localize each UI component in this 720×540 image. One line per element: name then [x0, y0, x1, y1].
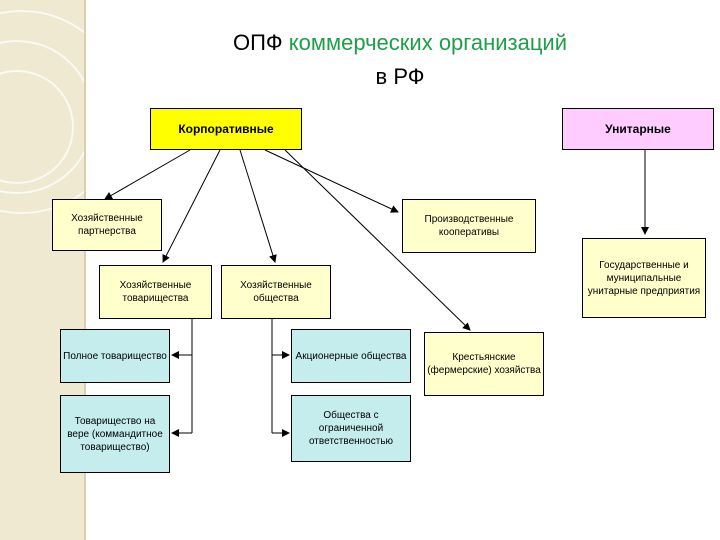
sidebar-divider: [84, 0, 86, 540]
business-companies-box: Хозяйственные общества: [221, 265, 331, 319]
llc-box: Общества с ограниченной ответственностью: [291, 395, 411, 462]
decorative-sidebar: [0, 0, 124, 540]
title-highlight: коммерческих организаций: [288, 30, 568, 55]
full-partnership-box: Полное товарищество: [60, 329, 170, 383]
page-subtitle: в РФ: [375, 64, 425, 89]
page-title: ОПФ коммерческих организаций: [232, 30, 568, 55]
peasant-farms-box: Крестьянские (фермерские) хозяйства: [424, 332, 544, 396]
joint-stock-companies-box: Акционерные общества: [291, 329, 411, 383]
business-partnerships-box: Хозяйственные партнерства: [52, 199, 162, 251]
state-municipal-enterprises-box: Государственные и муниципальные унитарны…: [582, 238, 706, 318]
business-associations-box: Хозяйственные товарищества: [99, 265, 212, 319]
limited-partnership-box: Товарищество на вере (коммандитное товар…: [60, 395, 170, 473]
corporate-box: Корпоративные: [150, 108, 302, 150]
production-coops-box: Производственные кооперативы: [402, 199, 536, 253]
unitary-box: Унитарные: [562, 108, 714, 150]
